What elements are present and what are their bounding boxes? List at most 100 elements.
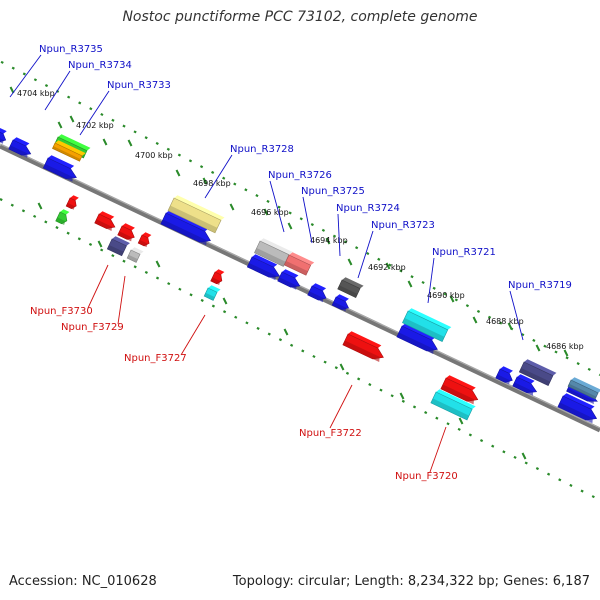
gene-top-face	[0, 127, 7, 134]
ruler-tick	[458, 417, 464, 425]
gene-shadow-face	[332, 301, 347, 312]
ruler-tick	[399, 392, 405, 400]
ruler-tick	[507, 322, 513, 330]
gene-shadow-face	[127, 254, 138, 263]
ruler-tick	[69, 115, 75, 123]
gene-gray	[254, 238, 293, 267]
gene-shadow-face	[284, 260, 308, 276]
gene-shadow-face	[342, 340, 380, 363]
gene-shadow-face	[307, 291, 324, 303]
gene-top-face	[342, 277, 364, 289]
gene-top-face	[282, 269, 299, 279]
gene-shadow-face	[566, 388, 594, 405]
ruler-line-1	[0, 59, 600, 376]
forward-label-leader	[87, 264, 109, 309]
ruler-tick-label: 4702 kbp	[76, 121, 114, 130]
ruler-tick-label: 4690 kbp	[427, 291, 465, 300]
forward-label-leader	[329, 384, 353, 429]
gene-blue	[8, 137, 32, 158]
reverse-label-leader	[269, 180, 285, 233]
ruler-tick	[229, 203, 235, 211]
ruler-lines	[0, 59, 600, 501]
gene-cyan	[402, 308, 452, 342]
reverse-label-leader	[427, 257, 435, 304]
gene-top-face	[122, 223, 135, 231]
ruler-tick	[563, 349, 569, 357]
gene-red	[94, 211, 116, 231]
gene-top-face	[289, 252, 315, 266]
ruler-tick	[347, 258, 353, 266]
reverse-label-leader	[337, 213, 341, 257]
gene-top-face	[563, 393, 595, 410]
gene-blue	[246, 254, 280, 281]
gene-top-face	[446, 375, 476, 391]
gene-gray	[126, 247, 144, 263]
gene-top-face	[436, 389, 476, 410]
gene-top-face	[55, 140, 86, 156]
gene-top-face	[131, 247, 144, 255]
ruler-tick-label: 4694 kbp	[310, 236, 348, 245]
label-leaders	[9, 54, 524, 473]
ruler-tick	[521, 452, 527, 460]
gene-top-face	[70, 195, 79, 201]
gene-shadow-face	[430, 398, 470, 420]
gene-blue	[512, 374, 538, 396]
gene-red	[137, 232, 152, 248]
reverse-gene-label: Npun_R3734	[68, 60, 132, 71]
ruler-tick	[535, 344, 541, 352]
gene-red	[342, 331, 384, 363]
ruler-tick	[287, 222, 293, 230]
gene-top-face	[571, 377, 600, 393]
gene-green	[55, 209, 70, 226]
gene-steel	[567, 377, 600, 400]
ruler-tick-label: 4700 kbp	[135, 151, 173, 160]
gene-blue	[42, 155, 77, 182]
gene-shadow-face	[337, 285, 358, 298]
gene-shadow-face	[277, 277, 297, 290]
reverse-label-leader	[357, 230, 374, 279]
ruler-tick-label: 4692 kbp	[368, 263, 406, 272]
ruler-tick	[449, 295, 455, 303]
gene-cyan	[430, 389, 476, 421]
gene-shadow-face	[440, 384, 475, 405]
gene-shadow-face	[210, 277, 221, 286]
ruler-tick-label: 4704 kbp	[17, 89, 55, 98]
ruler-tick	[102, 138, 108, 146]
gene-shadow-face	[160, 219, 207, 246]
ruler-tick	[127, 139, 133, 147]
gene-shadow-face	[66, 202, 75, 210]
forward-label-leader	[429, 426, 447, 473]
gene-shadow-face	[117, 231, 132, 242]
gene-blue	[331, 294, 349, 312]
gene-blue	[160, 210, 211, 246]
ruler-tick-label: 4688 kbp	[486, 317, 524, 326]
gene-blue	[277, 269, 301, 290]
gene-top-face	[408, 308, 452, 330]
gene-shadow-face	[43, 163, 73, 182]
ruler-tick-label: 4686 kbp	[546, 342, 584, 351]
forward-gene-label: Npun_F3730	[30, 306, 93, 317]
gene-top-face	[252, 254, 278, 268]
gene-cyan	[203, 285, 221, 301]
gene-yellow	[167, 195, 225, 234]
gene-shadow-face	[94, 219, 112, 231]
reverse-gene-label: Npun_R3735	[39, 44, 103, 55]
gene-top-face	[260, 238, 293, 255]
gene-features	[0, 127, 600, 424]
gene-top-face	[500, 366, 513, 374]
ruler-tick	[339, 363, 345, 371]
forward-gene-label: Npun_F3722	[299, 428, 362, 439]
reverse-label-leader	[302, 196, 313, 244]
gene-top-face	[166, 210, 209, 232]
reverse-gene-label: Npun_R3726	[268, 170, 332, 181]
ruler-tick	[37, 202, 43, 210]
gene-shadow-face	[0, 134, 4, 144]
gene-navy	[106, 236, 130, 257]
reverse-label-leader	[79, 90, 110, 136]
ruler-tick-label: 4698 kbp	[193, 179, 231, 188]
gene-navy	[518, 359, 557, 387]
forward-label-leader	[180, 314, 206, 356]
gene-top-face	[312, 283, 327, 292]
